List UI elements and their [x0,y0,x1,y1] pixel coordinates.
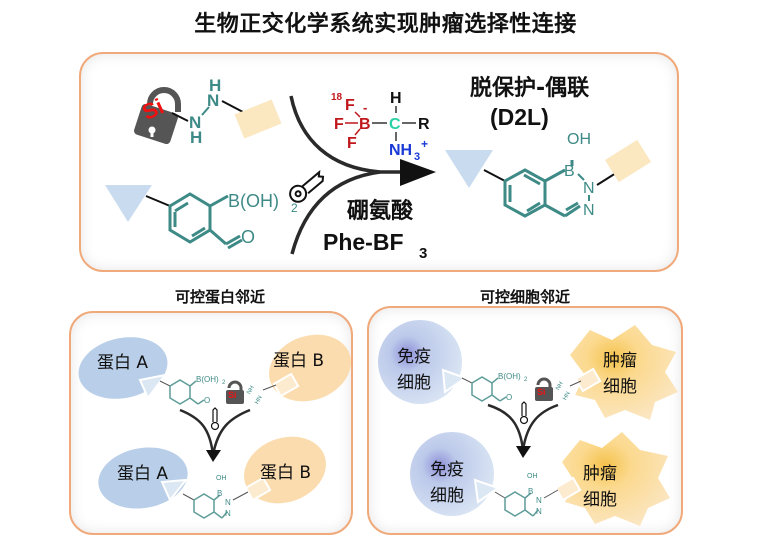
atom-n: N [189,113,201,132]
product-oh: OH [216,475,227,482]
product-boron: B [217,489,222,498]
atom-c: C [389,116,401,133]
atom-f: F [347,135,357,152]
process-title: 脱保护-偶联 [470,76,589,101]
product-n2: N [583,202,595,219]
product-boron: B [564,163,575,180]
tumor-cell-label-2: 细胞 [603,377,637,397]
carbonyl-oxygen: O [506,393,512,402]
right-curve-arrow [521,403,559,451]
product-n1: N [583,180,595,197]
left-curve-arrow [179,408,215,456]
payload-rectangle [234,99,282,139]
immune-cell-label-2: 细胞 [430,486,464,506]
product-oh: OH [527,473,538,480]
benzene-ring [168,192,243,250]
product-n2: N [225,509,231,518]
arrow-head [400,159,436,186]
protein-b-label: 蛋白 B [260,463,311,483]
hydrazine-hn: HN [562,391,572,402]
boronic-subscript: 2 [524,377,528,383]
protein-a-label: 蛋白 A [97,353,148,373]
protein-a-label: 蛋白 A [117,464,168,484]
immune-cell-bottom: 免疫 细胞 [410,432,501,516]
immune-cell-label-1: 免疫 [430,460,464,480]
key-icon [210,407,220,431]
atom-b: B [359,116,371,133]
tumor-cell-label-2: 细胞 [583,490,617,510]
targeting-triangle [445,150,493,188]
key-icon [519,401,529,425]
boronic-acid-subscript: 2 [291,201,298,215]
carbonyl-oxygen: O [241,227,255,247]
arrow-head [516,446,531,458]
si-label: Si [537,387,546,397]
targeting-triangle [105,185,152,222]
silyl-lock-icon: Si [226,380,244,404]
product-n2: N [536,507,542,516]
immune-cell-label-1: 免疫 [397,347,431,367]
tumor-cell-bottom: 肿瘤 细胞 [554,432,670,526]
atom-r: R [418,116,430,133]
hydrazine-nh: NH [555,381,565,392]
atom-h: H [390,90,402,107]
atom-h: H [190,128,202,147]
boronic-label: B(OH) [498,372,521,381]
boronic-label: B(OH) [196,375,219,384]
hydrazine-nh: NH [246,385,256,396]
tumor-cell-label-1: 肿瘤 [603,351,637,371]
diazaborine-ring [503,160,581,218]
amine-charge: + [421,137,428,151]
arrow-head [206,450,221,462]
left-curve-arrow [487,403,525,451]
tumor-cell-label-1: 肿瘤 [583,464,617,484]
immune-cell-top: 免疫 细胞 [378,320,468,404]
reagent-name-en: Phe-BF [323,229,404,255]
protein-b-top: 蛋白 B [269,334,351,402]
si-label: Si [228,390,237,400]
immune-cell-label-2: 细胞 [397,373,431,393]
key-icon [289,169,325,203]
payload-rectangle [604,139,652,183]
amine-subscript: 3 [414,151,420,163]
atom-f: F [334,116,344,133]
carbonyl-oxygen: O [204,396,210,405]
protein-a-top: 蛋白 A [78,337,168,400]
product-boron: B [528,487,533,496]
product-oh: OH [567,131,591,148]
silyl-lock-icon: Si [535,377,553,401]
lower-curve-arrow [290,170,381,255]
reagent-name-subscript: 3 [419,245,427,262]
cell-panel-heading: 可控细胞邻近 [479,288,570,306]
process-abbrev: (D2L) [490,104,549,130]
product-n1: N [225,498,231,507]
silyl-lock-icon: Si [134,87,181,145]
right-curve-arrow [211,408,251,456]
boronic-acid-label: B(OH) [228,191,279,211]
hydrazine-hn: HN [254,395,264,406]
boron-charge: - [363,100,367,115]
isotope-label: 18 [331,92,343,103]
protein-b-label: 蛋白 B [273,351,324,371]
protein-b-bottom: 蛋白 B [244,436,326,504]
atom-h: H [209,76,221,95]
atom-f18: F [345,97,355,114]
protein-a-bottom: 蛋白 A [98,447,189,509]
tumor-cell-top: 肿瘤 细胞 [570,325,678,420]
product-n1: N [536,496,542,505]
amine-label: NH [389,142,412,159]
atom-n: N [207,91,219,110]
figure-title: 生物正交化学系统实现肿瘤选择性连接 [194,12,577,37]
boronic-subscript: 2 [222,380,226,386]
protein-panel-heading: 可控蛋白邻近 [174,288,265,306]
reagent-name-cn: 硼氨酸 [347,198,414,224]
